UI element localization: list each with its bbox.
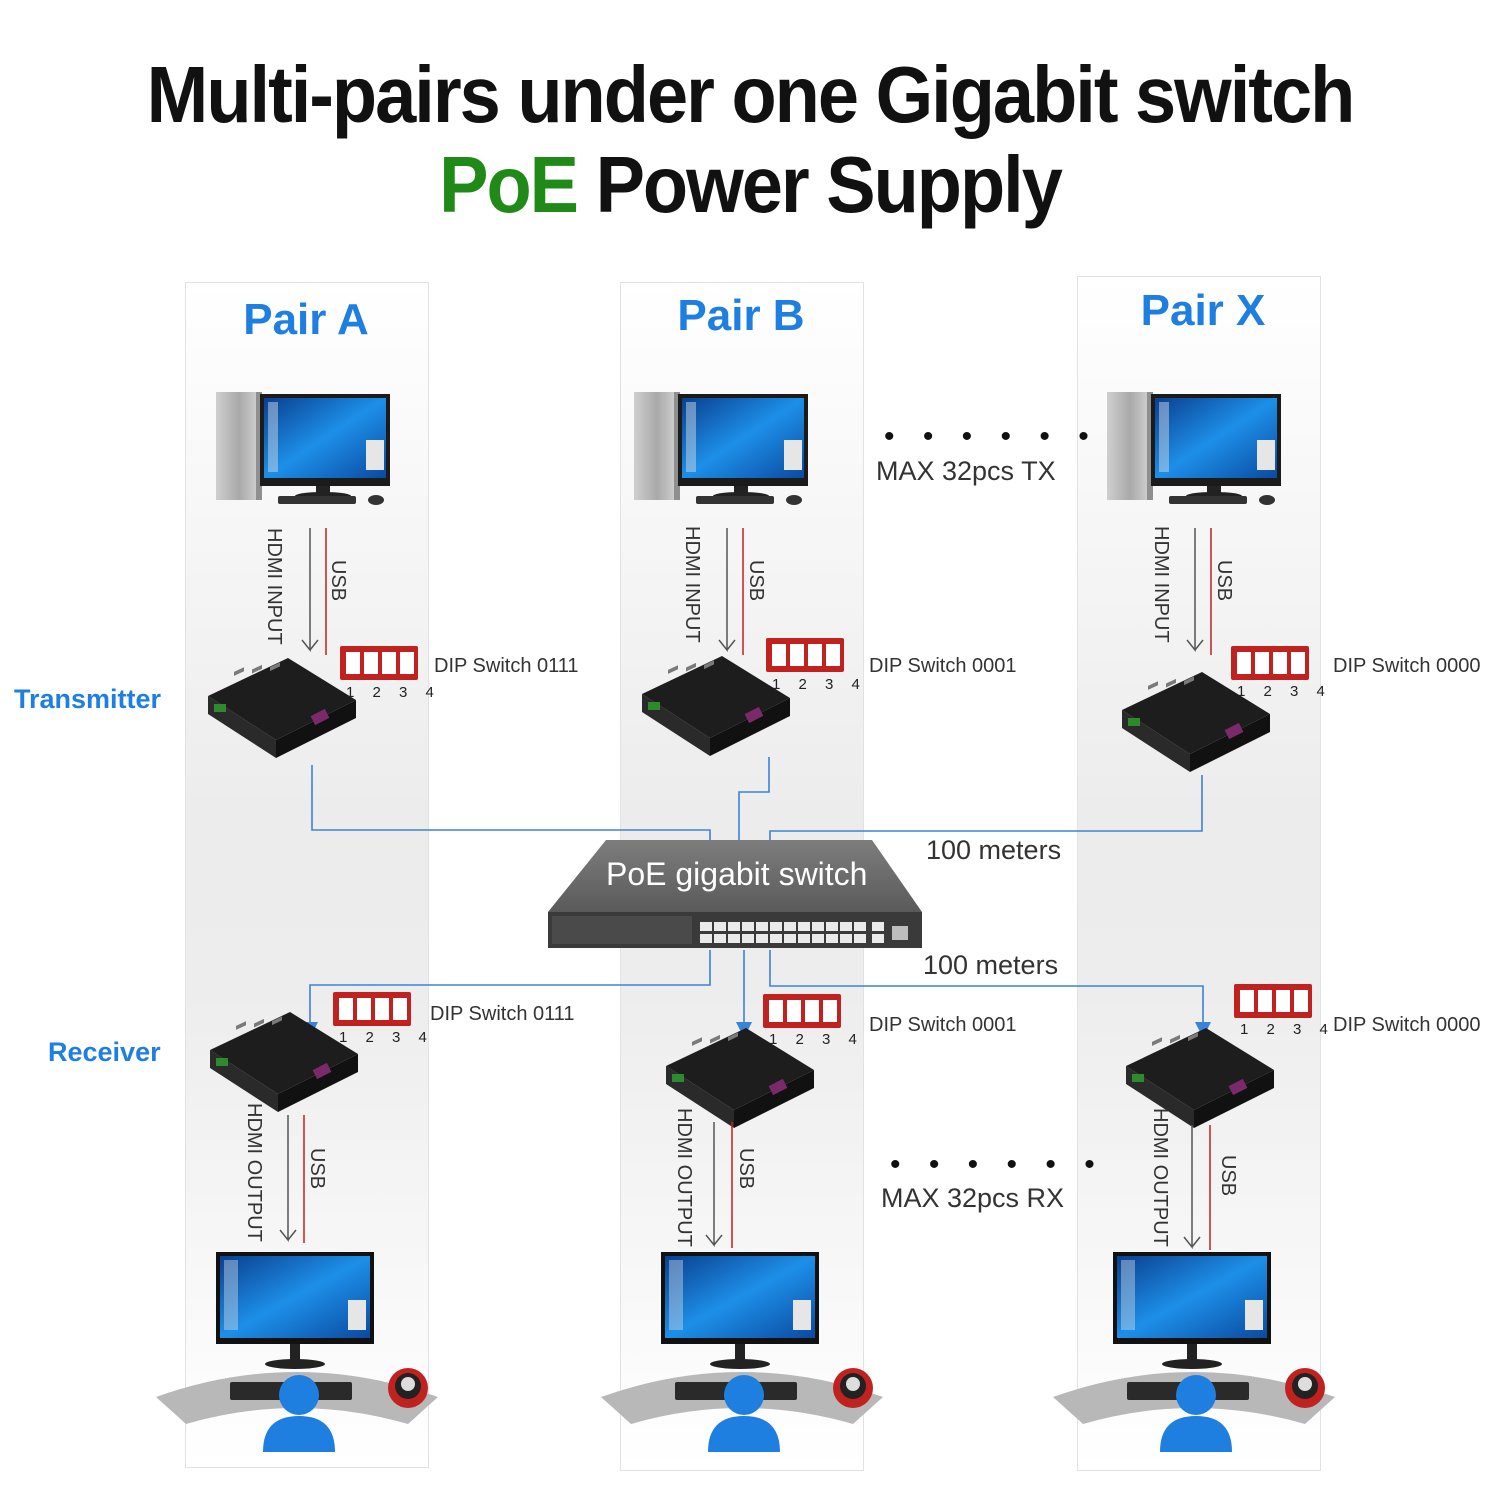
hdmi-output-label-b: HDMI OUTPUT <box>673 1108 695 1247</box>
dip-switch-icon-rx-b <box>763 994 841 1028</box>
usb-label-tx-b: USB <box>745 560 767 602</box>
monitor-station-icon-a <box>156 1252 438 1452</box>
hdmi-output-label-x: HDMI OUTPUT <box>1149 1108 1171 1247</box>
dip-label-tx-a: DIP Switch 0111 <box>434 655 579 677</box>
poe-switch-icon <box>548 840 922 948</box>
hdmi-output-label-a: HDMI OUTPUT <box>243 1103 265 1242</box>
dip-numbers-rx-b: 1 2 3 4 <box>769 1031 864 1048</box>
usb-label-rx-x: USB <box>1217 1155 1239 1197</box>
hdmi-input-label-x: HDMI INPUT <box>1150 526 1172 643</box>
dip-switch-icon-tx-a <box>340 646 418 680</box>
dip-label-tx-b: DIP Switch 0001 <box>869 655 1017 677</box>
desktop-pc-icon-a <box>216 392 390 505</box>
monitor-station-icon-b <box>601 1252 883 1452</box>
distance-top-label: 100 meters <box>926 835 1062 865</box>
usb-label-tx-a: USB <box>327 560 349 602</box>
subtitle-highlight: PoE <box>439 139 579 230</box>
hdmi-input-label-a: HDMI INPUT <box>263 528 285 645</box>
dip-numbers-rx-a: 1 2 3 4 <box>339 1029 434 1046</box>
usb-label-tx-x: USB <box>1213 560 1235 602</box>
dip-switch-icon-tx-b <box>766 638 844 672</box>
desktop-pc-icon-b <box>634 392 808 505</box>
max-tx-label: MAX 32pcs TX <box>876 456 1056 486</box>
dip-switch-icon-rx-a <box>333 992 411 1026</box>
page-subtitle: PoE Power Supply <box>0 139 1500 231</box>
dip-label-tx-x: DIP Switch 0000 <box>1333 655 1481 677</box>
dip-label-rx-a: DIP Switch 0111 <box>430 1003 575 1025</box>
dip-numbers-tx-b: 1 2 3 4 <box>772 676 867 693</box>
page-title: Multi-pairs under one Gigabit switch <box>146 49 1356 140</box>
monitor-station-icon-x <box>1053 1252 1335 1452</box>
pair-title-b: Pair B <box>677 291 805 340</box>
pair-title-a: Pair A <box>243 295 369 344</box>
subtitle-rest: Power Supply <box>595 139 1063 230</box>
distance-bottom-label: 100 meters <box>923 950 1059 980</box>
dip-numbers-rx-x: 1 2 3 4 <box>1240 1021 1335 1038</box>
dip-label-rx-b: DIP Switch 0001 <box>869 1014 1017 1036</box>
dip-label-rx-x: DIP Switch 0000 <box>1333 1014 1481 1036</box>
poe-switch-label: PoE gigabit switch <box>606 856 868 892</box>
dip-switch-icon-tx-x <box>1231 646 1309 680</box>
max-rx-label: MAX 32pcs RX <box>881 1183 1065 1213</box>
transmitter-label: Transmitter <box>14 684 162 714</box>
desktop-pc-icon-x <box>1107 392 1281 505</box>
hdmi-input-label-b: HDMI INPUT <box>681 526 703 643</box>
extender-box-icon-rx-a <box>210 1012 358 1112</box>
extender-box-icon-tx-a <box>208 658 356 758</box>
receiver-label: Receiver <box>48 1037 161 1067</box>
dots-rx: • • • • • • <box>890 1148 1105 1181</box>
dip-switch-icon-rx-x <box>1234 984 1312 1018</box>
dots-tx: • • • • • • <box>884 420 1099 453</box>
usb-label-rx-b: USB <box>735 1148 757 1190</box>
pair-title-x: Pair X <box>1140 286 1266 335</box>
usb-label-rx-a: USB <box>306 1148 328 1190</box>
dip-numbers-tx-x: 1 2 3 4 <box>1237 683 1332 700</box>
dip-numbers-tx-a: 1 2 3 4 <box>346 684 441 701</box>
